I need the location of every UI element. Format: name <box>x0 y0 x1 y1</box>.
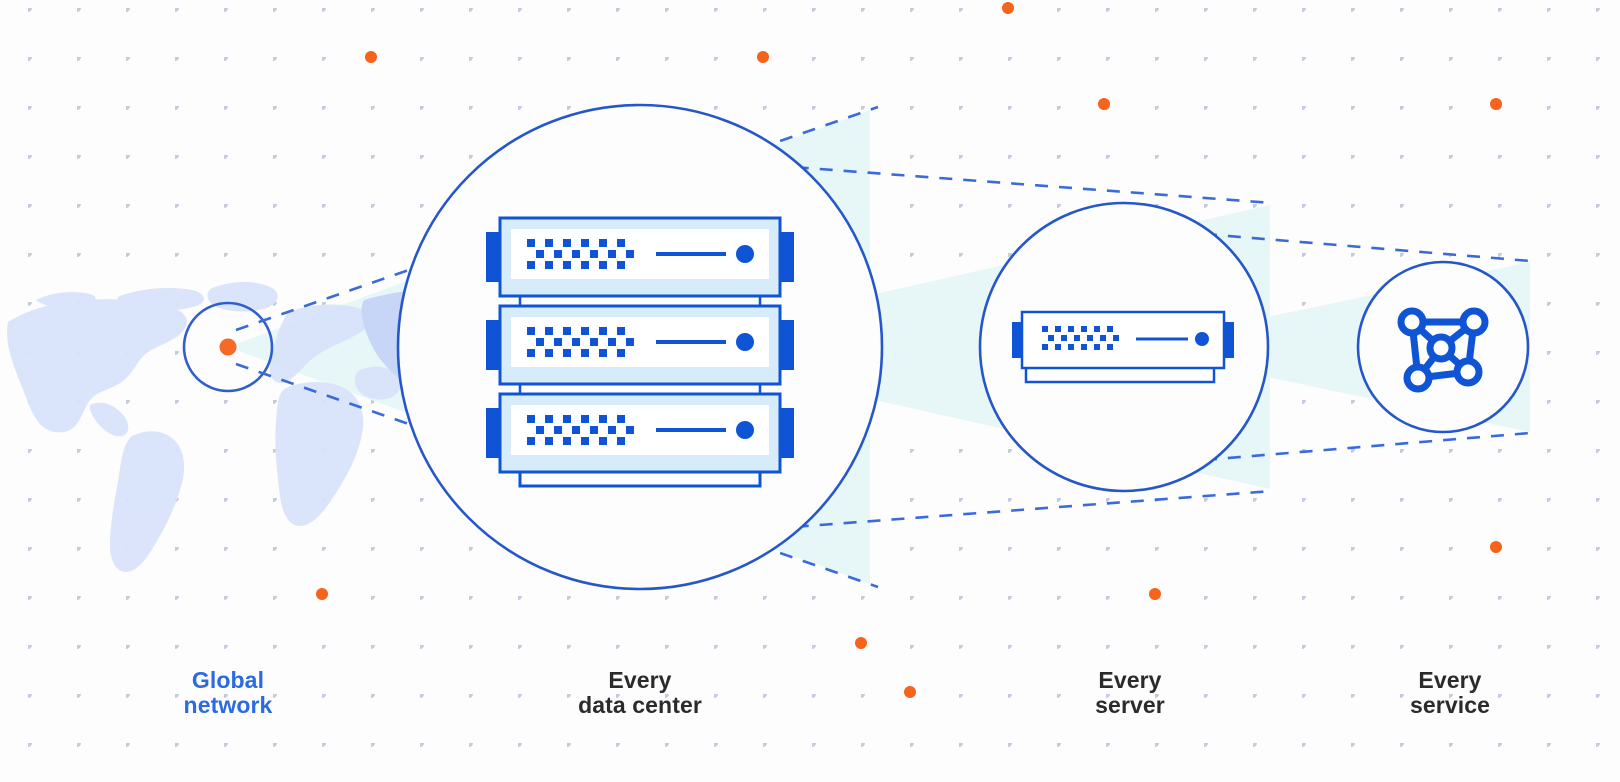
accent-dot <box>757 51 769 63</box>
network-node <box>1459 307 1489 337</box>
accent-dot <box>316 588 328 600</box>
accent-dot <box>1490 541 1502 553</box>
network-node <box>1426 333 1456 363</box>
service-circle-group <box>1356 260 1530 434</box>
network-node <box>1397 307 1427 337</box>
accent-dot <box>1098 98 1110 110</box>
server-unit-icon <box>1010 310 1236 384</box>
accent-dot <box>1149 588 1161 600</box>
network-node <box>1453 357 1483 387</box>
accent-dot <box>1002 2 1014 14</box>
dash-server-service-top <box>1179 230 1531 263</box>
map-location-marker <box>219 338 237 356</box>
datacenter-circle-group <box>396 103 884 591</box>
accent-dot <box>365 51 377 63</box>
server-rack-icon <box>484 216 796 488</box>
map-highlight-circle <box>182 301 274 393</box>
rack-unit-1 <box>484 216 796 298</box>
dash-server-service-bottom <box>1179 431 1531 464</box>
accent-dots <box>316 2 1502 698</box>
network-nodes-icon <box>1397 307 1489 393</box>
accent-dot <box>855 637 867 649</box>
accent-dot <box>1490 98 1502 110</box>
rack-unit-2 <box>484 304 796 386</box>
rack-unit-3 <box>484 392 796 474</box>
network-node <box>1403 363 1433 393</box>
accent-dot <box>904 686 916 698</box>
server-circle-group <box>978 201 1270 493</box>
